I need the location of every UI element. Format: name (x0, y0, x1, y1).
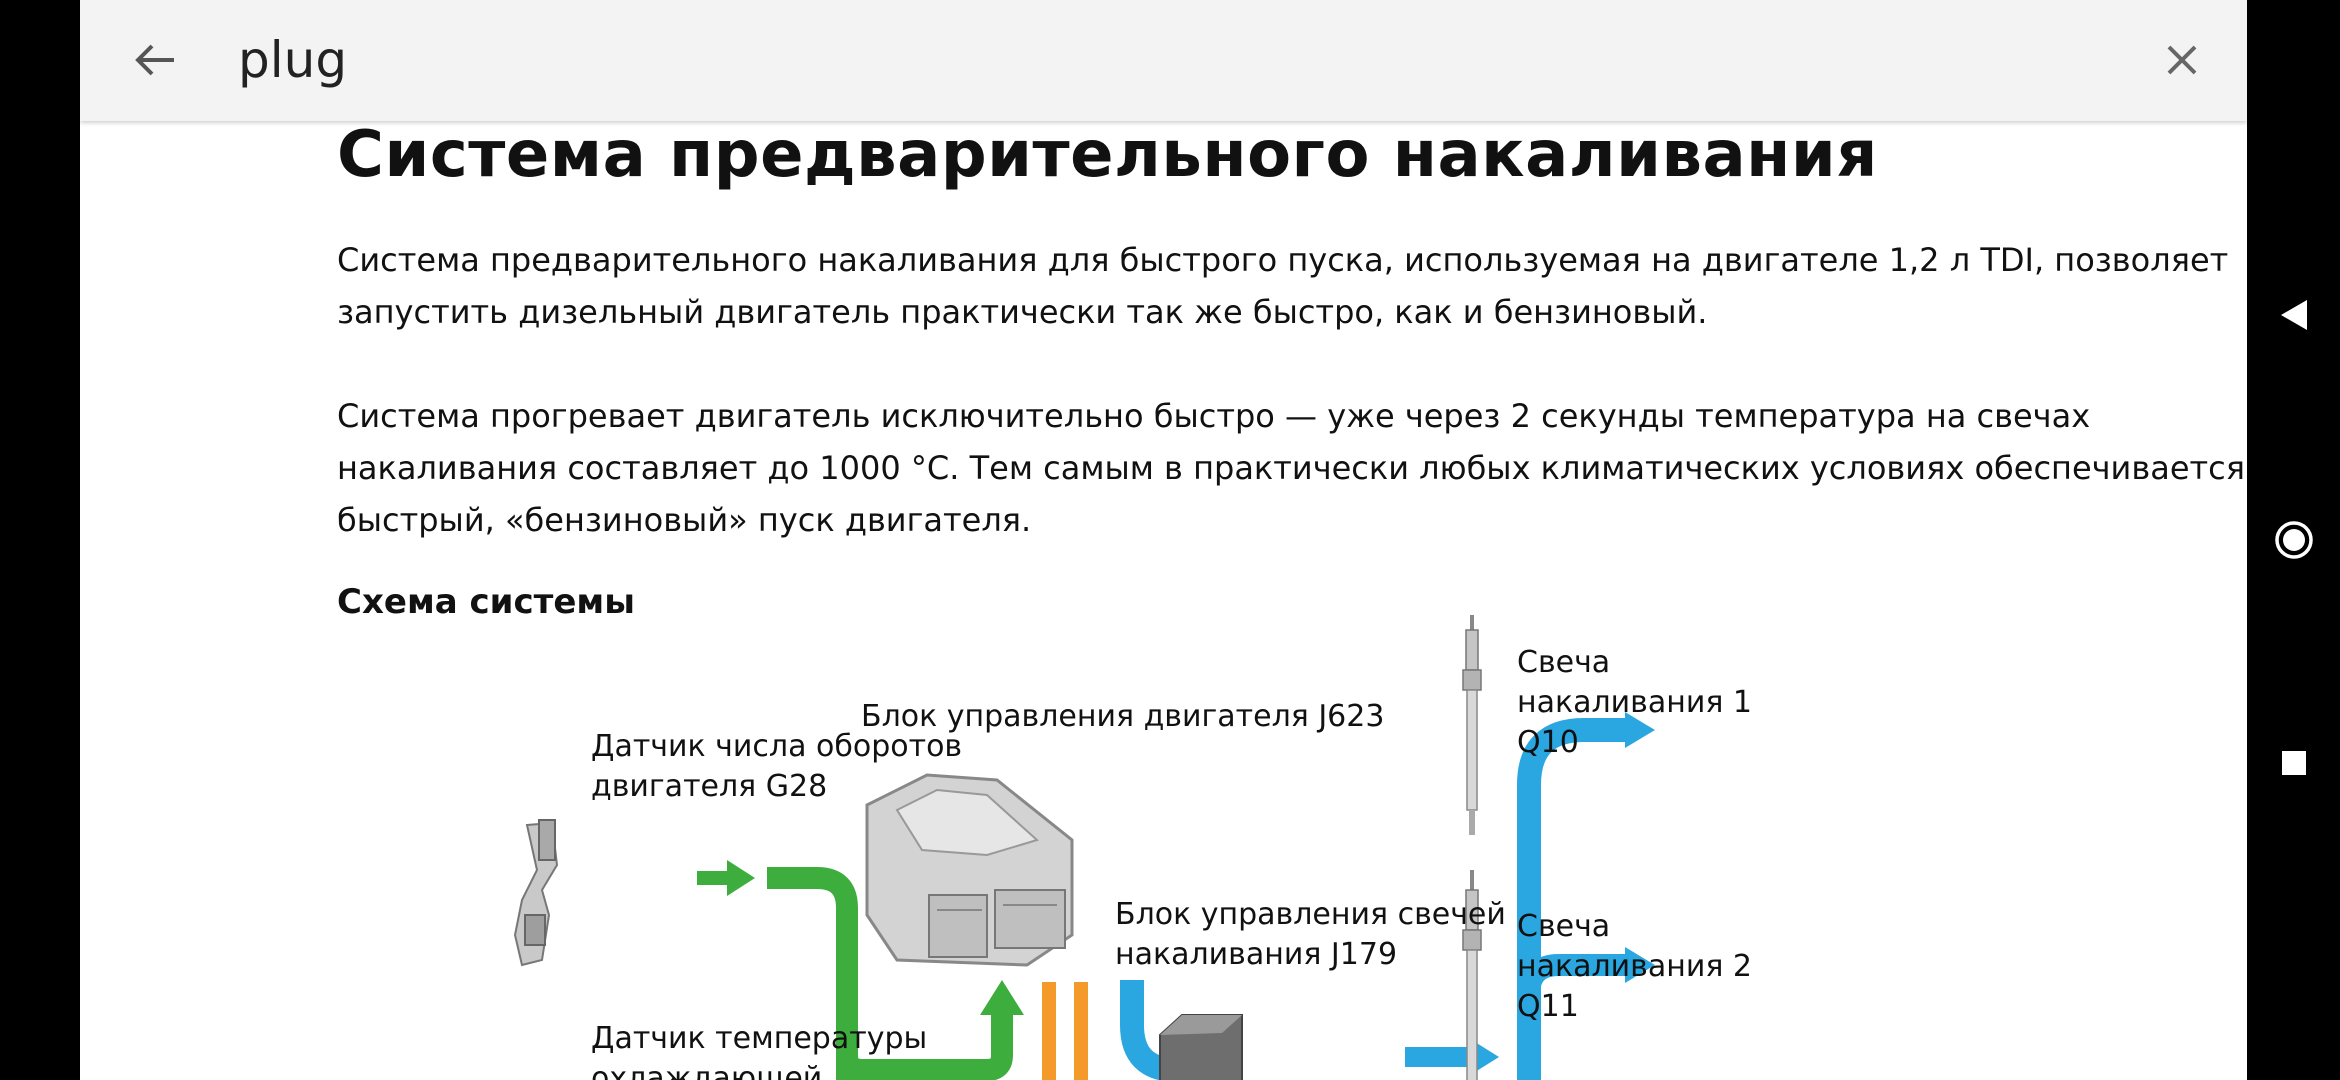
glow-plug-2-graphic (1462, 870, 1482, 1080)
intro-paragraph: Система предварительного накаливания для… (337, 234, 2229, 338)
label-glow-plug-2-line-3: Q11 (1517, 989, 1579, 1024)
triangle-back-icon (2280, 300, 2307, 330)
intro-line-1: Система предварительного накаливания для… (337, 241, 2229, 279)
find-close-button[interactable] (2142, 20, 2222, 100)
label-glow-plug-2: Свеча накаливания 2 Q11 (1517, 907, 1752, 1027)
glow-ecu-graphic (1159, 1014, 1243, 1080)
green-flow (697, 860, 1024, 1080)
label-rpm-sensor-line-1: Датчик числа оборотов (591, 729, 963, 764)
details-line-3: быстрый, «бензиновый» пуск двигателя. (337, 501, 1032, 539)
section-heading: Схема системы (337, 582, 635, 622)
square-recents-icon (2281, 751, 2306, 775)
label-rpm-sensor: Датчик числа оборотов двигателя G28 (591, 727, 962, 807)
label-glow-ecu-line-1: Блок управления свечей (1115, 897, 1506, 932)
label-engine-ecu-line-1: Блок управления двигателя J623 (861, 699, 1385, 734)
label-glow-plug-1-line-2: накаливания 1 (1517, 685, 1753, 720)
page-title: Система предварительного накаливания (337, 118, 1878, 192)
label-temp-sensor: Датчик температуры охлаждающей (591, 1019, 927, 1080)
label-glow-plug-1: Свеча накаливания 1 Q10 (1517, 643, 1752, 763)
intro-line-2: запустить дизельный двигатель практическ… (337, 293, 1708, 331)
details-paragraph: Система прогревает двигатель исключитель… (337, 390, 2245, 546)
details-line-2: накаливания составляет до 1000 °C. Тем с… (337, 449, 2245, 487)
label-glow-plug-1-line-3: Q10 (1517, 725, 1579, 760)
label-engine-ecu: Блок управления двигателя J623 (861, 697, 1384, 737)
nav-back-button[interactable] (2247, 270, 2340, 360)
system-diagram: Блок управления двигателя J623 Датчик чи… (337, 615, 2207, 1080)
diagram-graphics (513, 615, 1655, 1080)
label-temp-sensor-line-2: охлаждающей (591, 1061, 823, 1080)
engine-ecu-graphic (865, 773, 1074, 967)
blue-flow-plugs (1517, 712, 1655, 1080)
nav-recents-button[interactable] (2247, 718, 2340, 808)
label-glow-plug-2-line-2: накаливания 2 (1517, 949, 1753, 984)
label-rpm-sensor-line-2: двигателя G28 (591, 769, 828, 804)
find-back-button[interactable] (116, 20, 196, 100)
nav-home-button[interactable] (2247, 495, 2340, 585)
document-viewport[interactable]: Система предварительного накаливания Сис… (80, 0, 2247, 1080)
rpm-sensor-graphic (513, 819, 559, 967)
label-temp-sensor-line-1: Датчик температуры (591, 1021, 928, 1056)
system-navigation-bar (2247, 0, 2340, 1080)
circle-home-icon (2274, 521, 2313, 559)
label-glow-plug-2-line-1: Свеча (1517, 909, 1611, 944)
glow-plug-1-graphic (1462, 615, 1482, 835)
find-in-page-bar (80, 0, 2247, 121)
arrow-left-icon (135, 44, 174, 76)
orange-lines (1042, 982, 1088, 1080)
label-glow-plug-1-line-1: Свеча (1517, 645, 1611, 680)
details-line-1: Система прогревает двигатель исключитель… (337, 397, 2091, 435)
close-icon (2167, 45, 2197, 75)
find-query-input[interactable] (238, 24, 2138, 96)
label-glow-ecu-line-2: накаливания J179 (1115, 937, 1398, 972)
label-glow-ecu: Блок управления свечей накаливания J179 (1115, 895, 1506, 975)
